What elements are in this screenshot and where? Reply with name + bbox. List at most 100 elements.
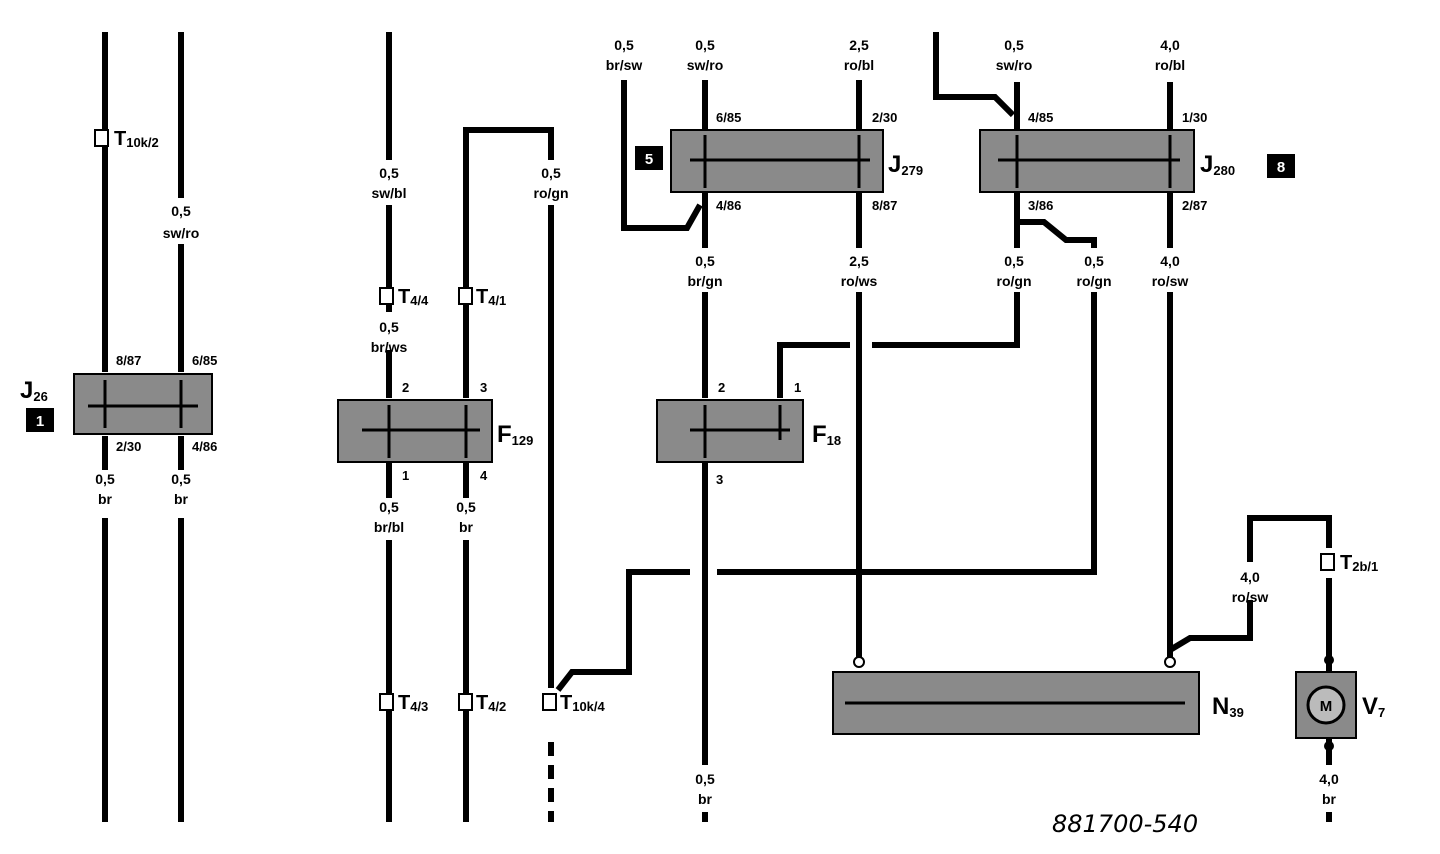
wire-rows-size: 2,5 <box>849 253 869 269</box>
j279-label: J279 <box>888 151 923 178</box>
j279-pin-bl: 4/86 <box>716 198 741 213</box>
n39-name: N <box>1212 693 1229 720</box>
j26-pin-bl: 2/30 <box>116 439 141 454</box>
j26-name: J <box>20 377 33 404</box>
wire-j26-br2-size: 0,5 <box>171 471 191 487</box>
v7-terminal-bottom <box>1324 741 1334 751</box>
wire-swro-j279-color: sw/ro <box>687 57 724 73</box>
wire-swro-j280-size: 0,5 <box>1004 37 1024 53</box>
wire-swro-left-color: sw/ro <box>163 225 200 241</box>
n39-terminal-right <box>1164 656 1176 668</box>
n39-label: N39 <box>1212 693 1244 720</box>
j26-sub: 26 <box>33 389 47 404</box>
wire-swro-left-size: 0,5 <box>171 203 191 219</box>
t2b1-icon <box>1320 553 1335 571</box>
t41-icon <box>458 287 473 305</box>
v7-motor-symbol: M <box>1320 698 1333 715</box>
j280-pin-br: 2/87 <box>1182 198 1207 213</box>
t10k4-icon <box>542 693 557 711</box>
f129-pin-bl: 1 <box>402 468 409 483</box>
f18-contacts-icon <box>690 405 790 458</box>
f129-pin-tr: 3 <box>480 380 487 395</box>
wire-br-f129-size: 0,5 <box>456 499 476 515</box>
f129-contacts-icon <box>362 405 480 458</box>
f129-label: F129 <box>497 421 533 448</box>
j26-pin-tl: 8/87 <box>116 353 141 368</box>
t42-sub: 4/2 <box>488 699 506 714</box>
t2b1-name: T <box>1340 552 1352 574</box>
wire-rogn-a-size: 0,5 <box>1004 253 1024 269</box>
wire-robl-j279-size: 2,5 <box>849 37 869 53</box>
wire-swro-j280-color: sw/ro <box>996 57 1033 73</box>
v7-sub: 7 <box>1378 705 1385 720</box>
wire-brws-color: br/ws <box>371 339 408 355</box>
wire-brsw-color: br/sw <box>606 57 643 73</box>
wire-brbl-color: br/bl <box>374 519 404 535</box>
t43-label: T4/3 <box>398 692 428 714</box>
v7-label: V7 <box>1362 693 1385 720</box>
drawing-reference: 881700-540 <box>1052 810 1198 838</box>
v7-motor-icon <box>1306 685 1346 725</box>
t10k2-name: T <box>114 128 126 150</box>
j279-badge-text: 5 <box>645 151 653 168</box>
v7-name: V <box>1362 693 1378 720</box>
t41-sub: 4/1 <box>488 293 506 308</box>
t10k4-sub: 10k/4 <box>572 699 605 714</box>
wire-rogn-left-color: ro/gn <box>534 185 569 201</box>
t2b1-label: T2b/1 <box>1340 552 1378 574</box>
t10k4-label: T10k/4 <box>560 692 606 714</box>
t44-sub: 4/4 <box>410 293 429 308</box>
wire-swro-j279-size: 0,5 <box>695 37 715 53</box>
t10k4-name: T <box>560 692 572 714</box>
n39-terminal-left <box>853 656 865 668</box>
f18-pin-tr: 1 <box>794 380 801 395</box>
wire-brsw-size: 0,5 <box>614 37 634 53</box>
j26-label: J26 <box>20 377 48 404</box>
j26-badge <box>26 408 54 432</box>
j26-pin-tr: 6/85 <box>192 353 217 368</box>
n39-sub: 39 <box>1229 705 1243 720</box>
f129-name: F <box>497 421 512 448</box>
wire-rogn-a-color: ro/gn <box>997 273 1032 289</box>
j280-contacts-icon <box>998 135 1180 188</box>
wire-brgn-size: 0,5 <box>695 253 715 269</box>
wire-swbl-color: sw/bl <box>371 185 406 201</box>
j26-pin-br: 4/86 <box>192 439 217 454</box>
j279-pin-tl: 6/85 <box>716 110 741 125</box>
wire-brbl-size: 0,5 <box>379 499 399 515</box>
t2b1-sub: 2b/1 <box>1352 559 1378 574</box>
t43-icon <box>379 693 394 711</box>
wire-j26-br1-size: 0,5 <box>95 471 115 487</box>
t10k2-icon <box>94 129 109 147</box>
t10k2-label: T10k/2 <box>114 128 159 150</box>
wire-rosw-v7-color: ro/sw <box>1232 589 1269 605</box>
f18-label: F18 <box>812 421 841 448</box>
wire-swbl-size: 0,5 <box>379 165 399 181</box>
t44-icon <box>379 287 394 305</box>
f129-pin-br: 4 <box>480 468 488 483</box>
f18-pin-tl: 2 <box>718 380 725 395</box>
wire-br-f129-color: br <box>459 519 474 535</box>
t44-name: T <box>398 286 410 308</box>
t44-label: T4/4 <box>398 286 429 308</box>
f18-name: F <box>812 421 827 448</box>
wire-br-f18-size: 0,5 <box>695 771 715 787</box>
j279-pin-br: 8/87 <box>872 198 897 213</box>
wire-rogn-b-size: 0,5 <box>1084 253 1104 269</box>
wire-br-v7-size: 4,0 <box>1319 771 1339 787</box>
wire-br-v7-color: br <box>1322 791 1337 807</box>
j279-pin-tr: 2/30 <box>872 110 897 125</box>
j280-badge-text: 8 <box>1277 159 1285 176</box>
j26-badge-text: 1 <box>36 413 44 430</box>
j26-contacts-icon <box>88 380 198 428</box>
pin-labels: 8/87 6/85 2/30 4/86 2 3 1 4 2 1 3 6/85 2… <box>116 110 1207 487</box>
wire-rosw-v7-size: 4,0 <box>1240 569 1260 585</box>
wire-rogn-left-size: 0,5 <box>541 165 561 181</box>
wire-rows-color: ro/ws <box>841 273 878 289</box>
j280-name: J <box>1200 151 1213 178</box>
j279-contacts-icon <box>690 135 870 188</box>
v7-terminal-top <box>1324 655 1334 665</box>
t42-label: T4/2 <box>476 692 506 714</box>
f129-sub: 129 <box>512 433 534 448</box>
